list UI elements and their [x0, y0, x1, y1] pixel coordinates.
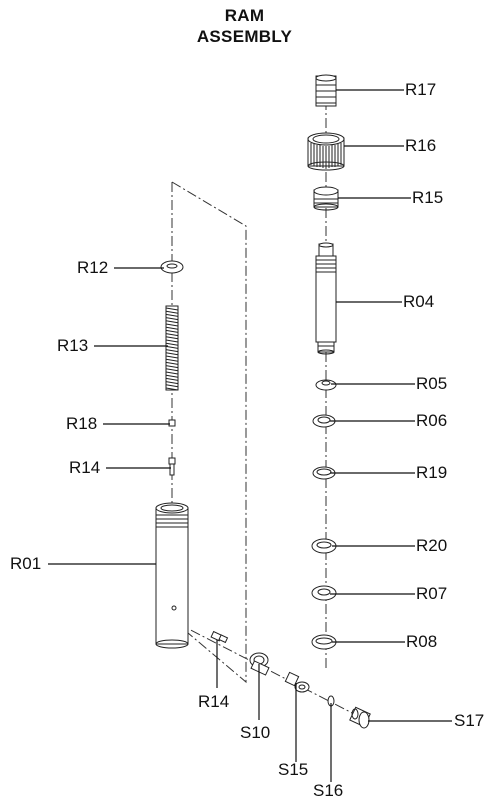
label-r06: R06	[416, 411, 448, 430]
label-r18: R18	[66, 414, 98, 433]
part-r14-small-screw	[210, 630, 229, 644]
label-r04: R04	[403, 292, 435, 311]
label-r16: R16	[405, 136, 437, 155]
label-r20: R20	[416, 536, 448, 555]
part-r14-screw	[168, 457, 176, 476]
part-r13-spring	[165, 305, 179, 391]
label-r14-left: R14	[69, 458, 101, 477]
label-s17: S17	[454, 711, 485, 730]
label-s16: S16	[313, 781, 344, 800]
part-r12-clip	[160, 260, 184, 274]
label-r14-bottom: R14	[198, 692, 230, 711]
part-r18-pin	[168, 419, 176, 427]
part-s15-bolt	[284, 671, 310, 693]
label-r01: R01	[10, 554, 42, 573]
part-r04-shaft	[315, 242, 337, 355]
diagram-title-line-2: ASSEMBLY	[196, 27, 293, 46]
part-r05-washer	[315, 379, 337, 391]
label-r17: R17	[405, 80, 437, 99]
label-r15: R15	[412, 188, 444, 207]
part-r15-nut	[313, 186, 339, 211]
label-r05: R05	[416, 374, 448, 393]
label-r19: R19	[416, 463, 448, 482]
leader-lines	[48, 89, 452, 782]
label-s15: S15	[278, 760, 309, 779]
part-r08-washer	[311, 634, 337, 650]
part-r07-washer	[311, 585, 337, 601]
label-r08: R08	[406, 632, 438, 651]
part-s17-plug	[349, 706, 371, 729]
label-r12: R12	[77, 258, 109, 277]
part-r17-cap	[315, 74, 337, 107]
label-r13: R13	[57, 336, 89, 355]
diagram-title-line-1: RAM	[224, 6, 265, 25]
part-r01-tube	[155, 502, 189, 649]
part-r16-ring	[307, 132, 345, 171]
label-r07: R07	[416, 584, 448, 603]
label-s10: S10	[240, 723, 271, 742]
